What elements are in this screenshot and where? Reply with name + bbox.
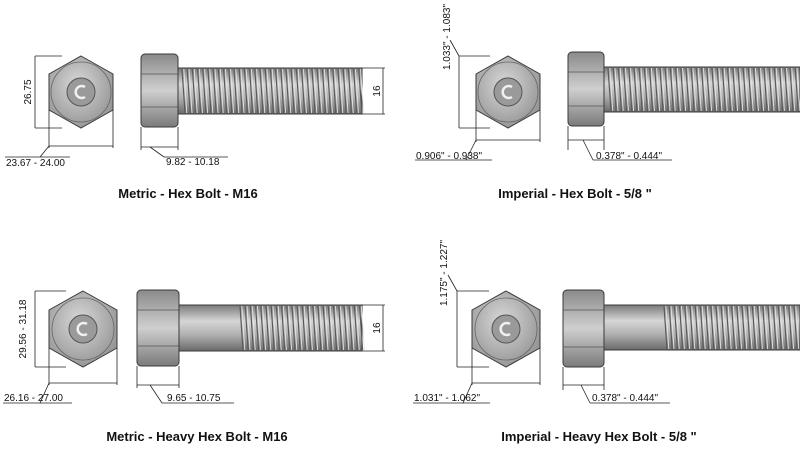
width-across-corners-label: 1.033" - 1.083" [442, 4, 453, 70]
width-across-corners-label: 29.56 - 31.18 [18, 299, 29, 358]
head-height-label: 0.378" - 0.444" [596, 151, 662, 162]
c-logo-icon [499, 321, 511, 337]
thread-pattern [663, 305, 800, 350]
width-across-corners-label: 26.75 [23, 79, 34, 104]
c-logo-icon [501, 84, 513, 100]
end-view-imperial-heavy-hex [471, 290, 541, 368]
thread-pattern [181, 68, 365, 114]
thread-pattern [239, 305, 365, 351]
head-height-label: 0.378" - 0.444" [592, 393, 658, 404]
caption-metric-heavy-hex: Metric - Heavy Hex Bolt - M16 [106, 429, 287, 444]
panel-metric-heavy-hex: 26.16 - 27.00 29.56 - 31.18 16 9.65 - 10… [3, 289, 385, 444]
thread-diameter-label: 16 [372, 322, 383, 334]
width-across-flats-label: 0.906" - 0.938" [416, 151, 482, 162]
caption-metric-hex: Metric - Hex Bolt - M16 [118, 186, 257, 201]
panel-imperial-hex: 0.906" - 0.938" 1.033" - 1.083" 0.378" -… [415, 4, 800, 201]
panel-imperial-heavy-hex: 1.031" - 1.062" 1.175" - 1.227" 0.378" -… [413, 240, 800, 444]
width-across-flats-label: 23.67 - 24.00 [6, 158, 65, 169]
side-view-metric-heavy-hex [136, 289, 365, 367]
side-view-imperial-heavy-hex [562, 289, 800, 368]
width-across-flats-label: 1.031" - 1.062" [414, 393, 480, 404]
head-height-label: 9.82 - 10.18 [166, 157, 220, 168]
side-view-imperial-hex [567, 51, 800, 127]
end-view-metric-hex [48, 55, 114, 129]
c-logo-icon [74, 84, 86, 100]
end-view-imperial-hex [475, 55, 541, 129]
panel-metric-hex: 23.67 - 24.00 26.75 16 9.82 - 10.18 Metr… [5, 53, 385, 201]
head-height-label: 9.65 - 10.75 [167, 393, 221, 404]
width-across-corners-label: 1.175" - 1.227" [439, 240, 450, 306]
caption-imperial-heavy-hex: Imperial - Heavy Hex Bolt - 5/8 " [501, 429, 696, 444]
c-logo-icon [76, 321, 88, 337]
end-view-metric-heavy-hex [48, 290, 118, 368]
side-view-metric-hex [140, 53, 365, 128]
thread-pattern [607, 67, 800, 112]
width-across-flats-label: 26.16 - 27.00 [4, 393, 63, 404]
thread-diameter-label: 16 [372, 85, 383, 97]
caption-imperial-hex: Imperial - Hex Bolt - 5/8 " [498, 186, 652, 201]
